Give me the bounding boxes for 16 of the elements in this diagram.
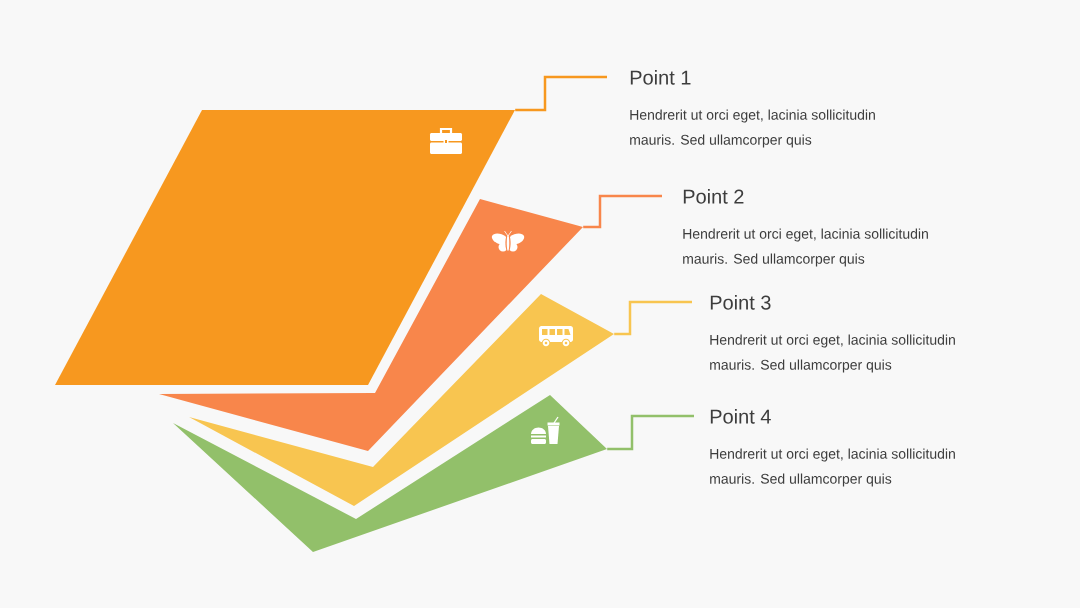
folded-sheet — [173, 395, 607, 552]
point-heading: Point 2 — [683, 189, 744, 204]
point-description: Hendrerit ut orci eget, lacinia sollicitudin mauris. Sed ullamcorper quis — [683, 228, 928, 267]
point-heading: Point 1 — [630, 70, 691, 85]
point-heading: Point 3 — [710, 295, 771, 310]
leader-line — [607, 414, 694, 451]
parallelogram-sheet — [55, 110, 515, 385]
point-description: Hendrerit ut orci eget, lacinia sollicitudin mauris. Sed ullamcorper quis — [710, 448, 955, 487]
leader-line — [614, 300, 692, 336]
folded-sheet — [189, 294, 614, 506]
folded-sheet — [159, 199, 583, 451]
point-description: Hendrerit ut orci eget, lacinia sollicitudin mauris. Sed ullamcorper quis — [630, 109, 875, 148]
leader-line — [583, 194, 662, 229]
point-description: Hendrerit ut orci eget, lacinia sollicitudin mauris. Sed ullamcorper quis — [710, 334, 955, 373]
point-heading: Point 4 — [710, 409, 771, 424]
leader-line — [515, 75, 607, 112]
